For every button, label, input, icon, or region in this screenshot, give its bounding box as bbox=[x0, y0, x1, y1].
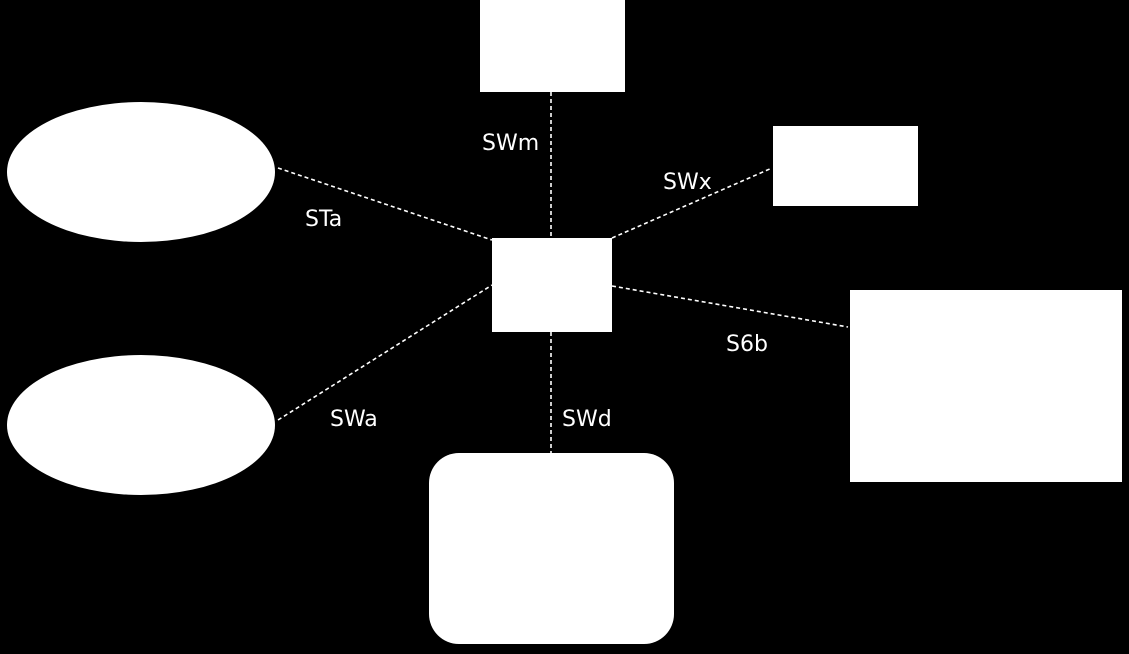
right-small-box-node bbox=[773, 126, 918, 206]
bottom-left-ellipse-node bbox=[7, 355, 275, 495]
top-left-ellipse-node bbox=[7, 102, 275, 242]
top-box-node bbox=[480, 0, 625, 92]
link-label-swm: SWm bbox=[482, 131, 539, 156]
link-label-swx: SWx bbox=[663, 170, 712, 195]
link-label-sta: STa bbox=[305, 207, 342, 232]
link-label-s6b: S6b bbox=[726, 332, 768, 357]
link-sta-line bbox=[277, 167, 493, 241]
link-label-swd: SWd bbox=[562, 407, 612, 432]
center-hub-node bbox=[492, 238, 612, 332]
right-large-box-node bbox=[850, 290, 1122, 482]
link-swx-line bbox=[611, 167, 773, 239]
link-s6b-line bbox=[611, 285, 849, 328]
bottom-rounded-box-node bbox=[429, 453, 674, 644]
link-swa-line bbox=[277, 284, 493, 421]
link-label-swa: SWa bbox=[330, 407, 378, 432]
